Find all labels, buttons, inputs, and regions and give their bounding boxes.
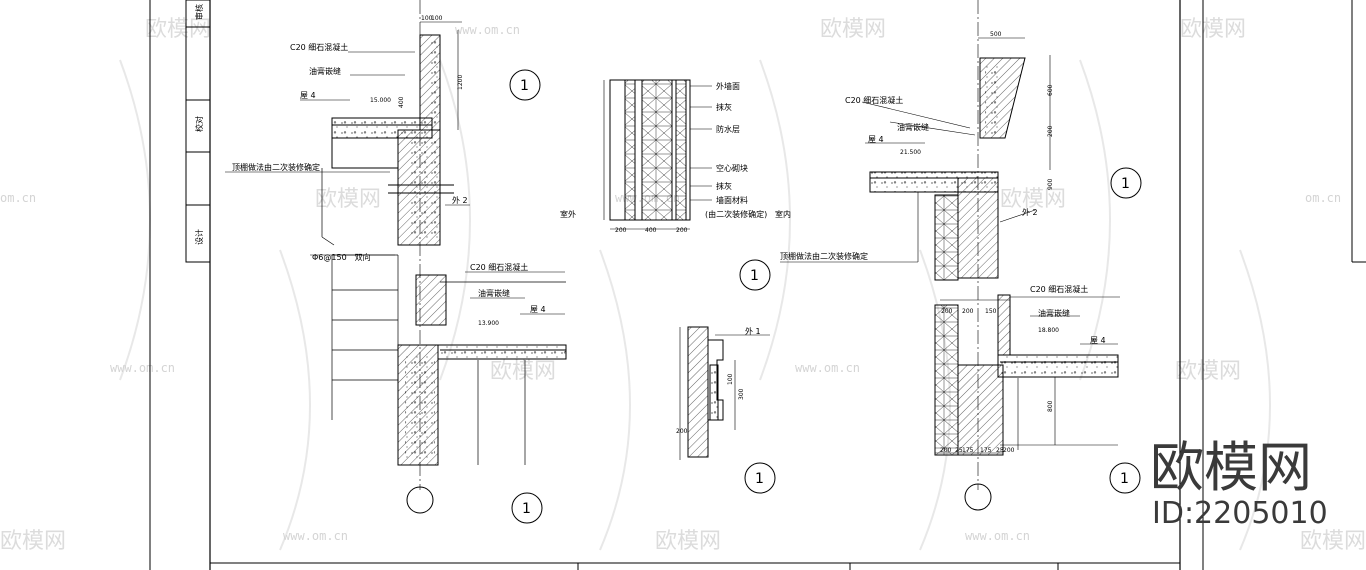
left-section-detail: 100 100 1200 400 15.000 13.900 C20 细石混凝土… xyxy=(225,0,567,524)
material-note: 顶棚做法由二次装修确定 xyxy=(232,162,320,172)
watermark-url: www.om.cn xyxy=(283,529,348,543)
dim-label: 200 xyxy=(940,447,952,454)
elevation-label: 13.900 xyxy=(478,320,499,327)
material-note: C20 细石混凝土 xyxy=(845,95,903,105)
layer-label: 外墙面 xyxy=(716,81,740,91)
brand-id: ID:2205010 xyxy=(1152,496,1328,531)
detail-marker-number: 1 xyxy=(755,471,764,487)
brand-badge: 欧模网 ID:2205010 xyxy=(1150,436,1328,531)
dim-label: 200 xyxy=(615,227,627,234)
watermark-url: www.om.cn xyxy=(965,529,1030,543)
elevation-label: 18.800 xyxy=(1038,327,1059,334)
sheet-frame xyxy=(149,0,1366,570)
dim-label: 900 xyxy=(1047,178,1054,190)
watermark-brand: 欧模网 xyxy=(315,187,381,212)
material-note: 屋 4 xyxy=(868,135,884,144)
dim-label: 800 xyxy=(1047,400,1054,412)
layer-label: 抹灰 xyxy=(716,102,732,112)
material-note: Φ6@150 双向 xyxy=(312,252,371,262)
layer-label: (由二次装修确定) xyxy=(705,209,767,219)
right-section-detail: C20 细石混凝土 油膏嵌缝 屋 4 顶棚做法由二次装修确定 外 2 C20 细… xyxy=(780,0,1142,511)
title-row-reviewer: 审核 xyxy=(194,4,204,20)
wall-layer-section: 外墙面 抹灰 防水层 空心砌块 抹灰 墙面材料 (由二次装修确定) 室外 室内 … xyxy=(560,79,791,234)
material-note: 外 2 xyxy=(1022,207,1038,217)
dim-label: 25 xyxy=(996,447,1004,454)
detail-marker xyxy=(1109,462,1141,494)
dim-label: 200 xyxy=(941,308,953,315)
detail-marker-number: 1 xyxy=(1121,176,1130,192)
detail-marker xyxy=(509,69,541,101)
side-label: 室内 xyxy=(775,209,791,219)
dim-label: 400 xyxy=(645,227,657,234)
detail-marker xyxy=(1110,167,1142,199)
material-note: 顶棚做法由二次装修确定 xyxy=(780,251,868,261)
elevation-label: 15.000 xyxy=(370,97,391,104)
material-note: C20 细石混凝土 xyxy=(1030,284,1088,294)
detail-marker xyxy=(739,259,771,291)
dim-label: 175 xyxy=(980,447,992,454)
dim-label: 150 xyxy=(985,308,997,315)
side-label: 室外 xyxy=(560,209,576,219)
watermark-brand: 欧模网 xyxy=(1175,359,1241,384)
elevation-label: 21.500 xyxy=(900,149,921,156)
material-note: C20 细石混凝土 xyxy=(470,262,528,272)
dim-label: 200 xyxy=(676,227,688,234)
dim-label: 200 xyxy=(962,308,974,315)
material-note: 油膏嵌缝 xyxy=(897,122,929,132)
material-note: 外 2 xyxy=(452,195,468,205)
watermark-url: www.om.cn xyxy=(110,361,175,375)
layer-label: 防水层 xyxy=(716,124,740,134)
material-note: 油膏嵌缝 xyxy=(1038,308,1070,318)
watermark-brand: 欧模网 xyxy=(145,17,211,42)
material-note: C20 细石混凝土 xyxy=(290,42,348,52)
dim-label: 200 xyxy=(676,428,688,435)
material-note: 油膏嵌缝 xyxy=(309,66,341,76)
dim-label: 1200 xyxy=(457,75,464,90)
material-note: 外 1 xyxy=(745,326,761,336)
material-note: 屋 4 xyxy=(530,305,546,314)
dim-label: 100 xyxy=(431,15,443,22)
dim-label: 25 xyxy=(955,447,963,454)
dim-label: 600 xyxy=(1047,84,1054,96)
watermark-brand: 欧模网 xyxy=(1300,529,1366,554)
watermark-brand: 欧模网 xyxy=(1180,17,1246,42)
detail-marker xyxy=(744,462,776,494)
axis-marker xyxy=(964,483,992,511)
watermark-brand: 欧模网 xyxy=(0,529,66,554)
detail-marker-number: 1 xyxy=(522,501,531,517)
dim-label: 175 xyxy=(962,447,974,454)
watermark-brand: 欧模网 xyxy=(820,17,886,42)
title-block: 审核 校对 设计 xyxy=(185,0,211,263)
small-wall-detail: 外 1 100 300 200 1 1 xyxy=(676,259,776,494)
dim-label: 100 xyxy=(727,373,734,385)
material-note: 油膏嵌缝 xyxy=(478,288,510,298)
layer-label: 空心砌块 xyxy=(716,163,748,173)
title-row-checker: 校对 xyxy=(194,116,204,132)
watermark-url: om.cn xyxy=(0,191,36,205)
detail-marker-number: 1 xyxy=(1120,471,1129,487)
watermark-url: www.om.cn xyxy=(795,361,860,375)
layer-label: 抹灰 xyxy=(716,181,732,191)
dim-label: 200 xyxy=(1003,447,1015,454)
dim-label: 400 xyxy=(398,96,405,108)
watermark-brand: 欧模网 xyxy=(1000,187,1066,212)
detail-marker-number: 1 xyxy=(750,268,759,284)
material-note: 屋 4 xyxy=(1090,336,1106,345)
brand-name: 欧模网 xyxy=(1150,436,1312,499)
axis-marker xyxy=(406,486,434,514)
dim-label: 100 xyxy=(421,15,433,22)
dim-label: 200 xyxy=(1047,125,1054,137)
material-note: 屋 4 xyxy=(300,91,316,100)
detail-marker xyxy=(511,492,543,524)
watermark-url: om.cn xyxy=(1305,191,1341,205)
title-row-designer: 设计 xyxy=(194,229,204,245)
watermark-brand: 欧模网 xyxy=(655,529,721,554)
dim-label: 500 xyxy=(990,31,1002,38)
watermark-url: www.om.cn xyxy=(455,23,520,37)
detail-marker-number: 1 xyxy=(520,78,529,94)
layer-label: 墙面材料 xyxy=(716,195,748,205)
watermark-brand: 欧模网 xyxy=(490,359,556,384)
dim-label: 300 xyxy=(738,388,745,400)
